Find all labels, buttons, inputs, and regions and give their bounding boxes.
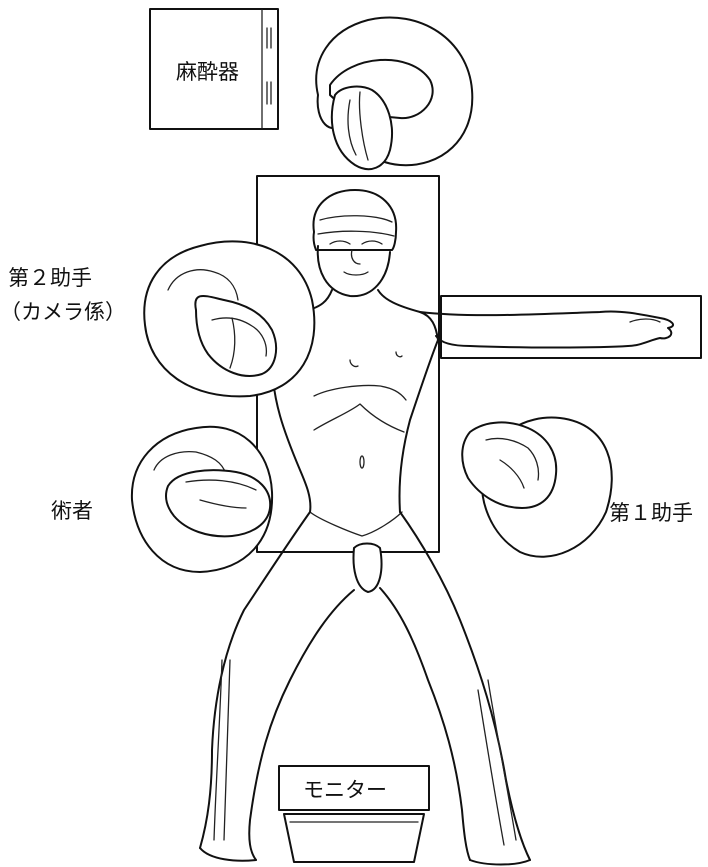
surgeon-figure bbox=[132, 427, 272, 572]
label-surgeon: 術者 bbox=[51, 495, 93, 525]
first-assistant-figure bbox=[462, 418, 612, 557]
second-assistant-figure bbox=[144, 241, 314, 396]
anesthesiologist-figure bbox=[316, 17, 472, 169]
label-monitor: モニター bbox=[303, 774, 387, 804]
label-anesthesia-machine: 麻酔器 bbox=[176, 56, 239, 86]
label-camera-operator: （カメラ係） bbox=[0, 296, 126, 326]
label-first-assistant: 第１助手 bbox=[609, 497, 693, 527]
label-second-assistant: 第２助手 bbox=[8, 262, 92, 292]
